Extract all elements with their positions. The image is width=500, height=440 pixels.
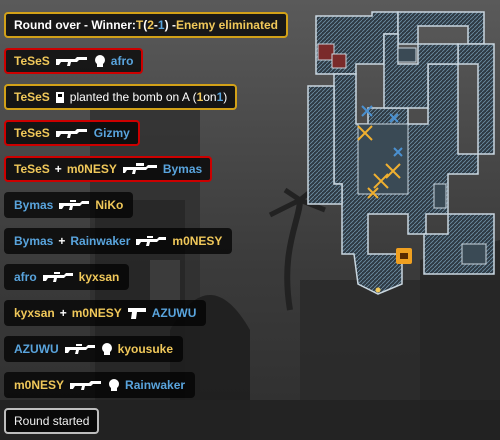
killer-name: TeSeS [14, 54, 50, 68]
player-x-markers [361, 105, 403, 157]
kill-entry: TeSeS afro [4, 48, 144, 74]
victim-name: kyousuke [117, 342, 174, 356]
victim-name: kyxsan [78, 270, 120, 284]
killer-name: afro [14, 270, 37, 284]
killer-name: TeSeS [14, 162, 50, 176]
victim-name: NiKo [95, 198, 124, 212]
killer-name: AZUWU [14, 342, 59, 356]
m4-icon [135, 234, 167, 248]
minimap-drawing [307, 11, 495, 295]
kill-entry: TeSeS Gizmy [4, 120, 140, 146]
plant-close: ) [223, 90, 228, 104]
round-over-prefix: Round over - Winner: [14, 18, 136, 32]
victim-name: m0NESY [172, 234, 223, 248]
plant-text: planted the bomb on A ( [69, 90, 197, 104]
m4-icon [42, 270, 74, 284]
assister-name: m0NESY [66, 162, 117, 176]
killer-name: m0NESY [14, 378, 65, 392]
killer-name: Bymas [14, 234, 54, 248]
victim-name: Bymas [162, 162, 203, 176]
awp-icon [122, 162, 158, 176]
round-started-text: Round started [14, 414, 90, 428]
assist-plus: + [59, 306, 67, 320]
round-over-notice: Round over - Winner: T ( 2 - 1 ) - Enemy… [4, 12, 288, 38]
victim-name: Gizmy [93, 126, 130, 140]
score-open: ( [143, 18, 148, 32]
headshot-icon [101, 342, 113, 356]
killer-name: kyxsan [14, 306, 55, 320]
plant-on: on [203, 90, 217, 104]
minimap [298, 4, 498, 305]
minimap-bomb-icon [396, 248, 412, 264]
ak47-icon [69, 378, 103, 392]
kill-entry: Bymas + Rainwaker m0NESY [4, 228, 233, 254]
ak47-icon [55, 126, 89, 140]
assist-plus: + [58, 234, 66, 248]
winner-team: T [135, 18, 144, 32]
kill-entry: m0NESY Rainwaker [4, 372, 196, 398]
plant-count-b: 1 [216, 90, 224, 104]
victim-name: Rainwaker [125, 378, 186, 392]
kill-entry: TeSeS + m0NESY Bymas [4, 156, 213, 182]
planter-name: TeSeS [14, 90, 50, 104]
plant-count-a: 1 [196, 90, 204, 104]
assister-name: Rainwaker [70, 234, 131, 248]
deagle-icon [127, 306, 147, 320]
score-t: 2 [147, 18, 154, 32]
assister-name: m0NESY [71, 306, 122, 320]
round-end-reason: Enemy eliminated [175, 18, 278, 32]
headshot-icon [94, 54, 106, 68]
killer-name: Bymas [14, 198, 54, 212]
killer-name: TeSeS [14, 126, 50, 140]
kill-entry: afro kyxsan [4, 264, 130, 290]
round-started-notice: Round started [4, 408, 100, 434]
assist-plus: + [54, 162, 62, 176]
kill-entry: Bymas NiKo [4, 192, 134, 218]
kill-entry: kyxsan + m0NESY AZUWU [4, 300, 207, 326]
score-ct: 1 [157, 18, 165, 32]
headshot-icon [108, 378, 120, 392]
score-dash: - [153, 18, 158, 32]
kill-entry: AZUWU kyousuke [4, 336, 184, 362]
m4-icon [64, 342, 96, 356]
bomb-plant-notice: TeSeS planted the bomb on A ( 1 on 1 ) [4, 84, 238, 110]
m4-icon [58, 198, 90, 212]
ak47-icon [55, 54, 89, 68]
score-close: ) - [164, 18, 176, 32]
victim-name: AZUWU [151, 306, 197, 320]
victim-name: afro [110, 54, 134, 68]
bomb-icon [55, 90, 65, 104]
